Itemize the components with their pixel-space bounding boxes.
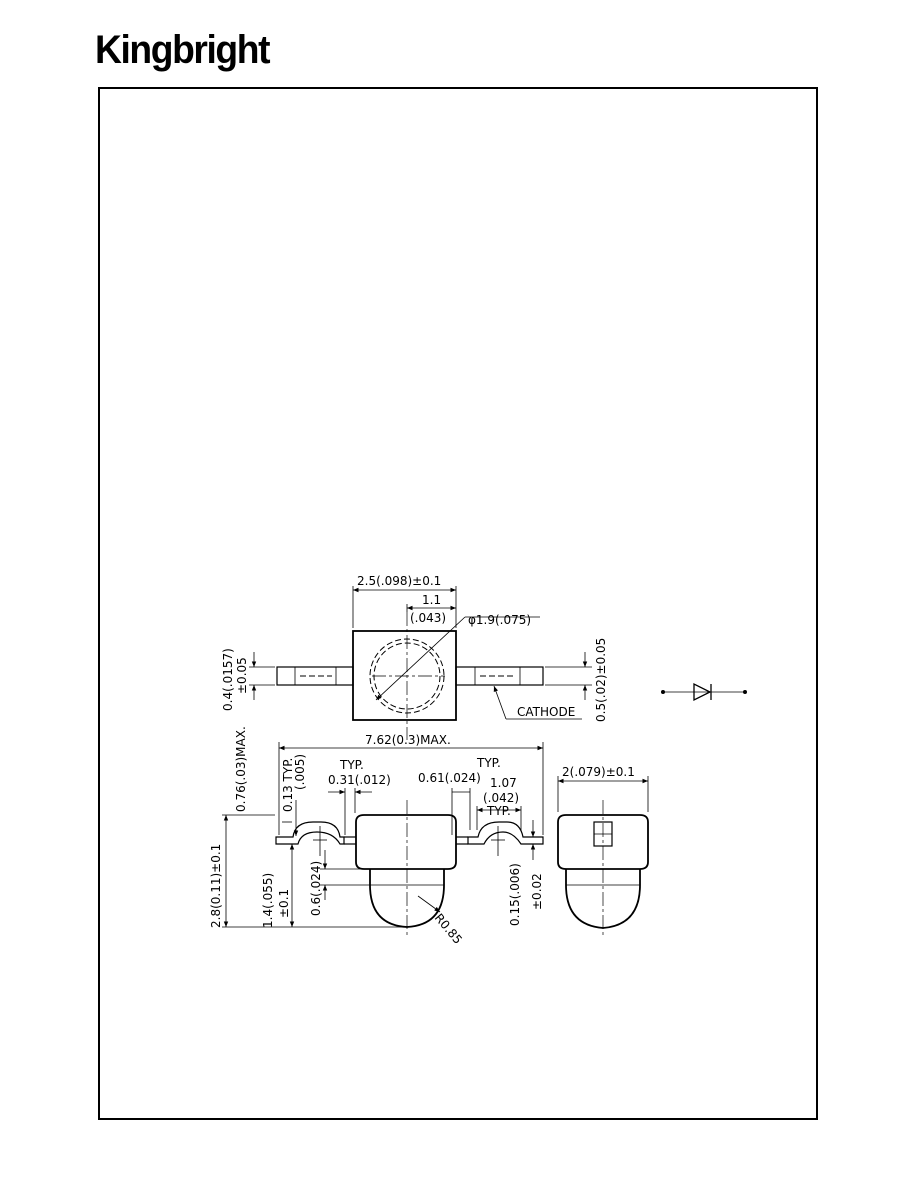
right-lead xyxy=(455,666,544,686)
diode-symbol xyxy=(661,682,747,702)
top-body xyxy=(352,630,457,721)
right-lead-thk: 0.5(.02)±0.05 xyxy=(594,638,608,722)
end-view: 2(.079)±0.1 xyxy=(557,765,649,935)
side-view: 7.62(0.3)MAX. TYP. 0.31(.012) TYP. 0.61(… xyxy=(209,726,544,947)
end-body xyxy=(557,814,649,870)
top-width-dim: 2.5(.098)±0.1 xyxy=(357,574,441,588)
cathode-label: CATHODE xyxy=(517,705,575,719)
left-lead-dim: 0.31(.012) xyxy=(328,773,391,787)
lens-height-b: ±0.1 xyxy=(277,889,291,918)
bend-thk-a: 0.13 TYP. xyxy=(281,758,295,812)
right-lead-dim: 0.61(.024) xyxy=(418,771,481,785)
pitch-dim-mm: 1.07 xyxy=(490,776,517,790)
overall-length-dim: 7.62(0.3)MAX. xyxy=(365,733,451,747)
right-lead-side xyxy=(467,821,544,845)
side-body xyxy=(355,814,457,870)
lens-diameter-dim: φ1.9(.075) xyxy=(468,613,531,627)
brand-logo: Kingbright xyxy=(95,28,270,72)
typ-left-label: TYP. xyxy=(339,758,364,772)
top-view: 2.5(.098)±0.1 1.1 (.043) φ1.9(.075) CATH… xyxy=(221,574,608,740)
standoff-dim: 0.76(.03)MAX. xyxy=(234,726,248,812)
pitch-typ-label: TYP. xyxy=(486,804,511,818)
left-lead-thk-b: ±0.05 xyxy=(235,657,249,694)
lead-thk-a: 0.15(.006) xyxy=(508,863,522,926)
lead-thk-b: ±0.02 xyxy=(530,873,544,910)
left-lead xyxy=(276,666,354,686)
bend-thk-b: (.005) xyxy=(293,754,307,790)
end-width-dim: 2(.079)±0.1 xyxy=(562,765,635,779)
drawing-frame xyxy=(98,87,818,1120)
offset-dim-mm: 1.1 xyxy=(422,593,441,607)
dome-height-dim: 0.6(.024) xyxy=(309,861,323,916)
typ-right-label: TYP. xyxy=(476,756,501,770)
offset-dim-in: (.043) xyxy=(410,611,446,625)
radius-dim: R0.85 xyxy=(432,911,465,947)
left-lead-side xyxy=(275,821,345,845)
lens-height-a: 1.4(.055) xyxy=(261,873,275,928)
left-lead-thk-a: 0.4(.0157) xyxy=(221,648,235,711)
total-height-dim: 2.8(0.11)±0.1 xyxy=(209,844,223,928)
pitch-dim-in: (.042) xyxy=(483,791,519,805)
